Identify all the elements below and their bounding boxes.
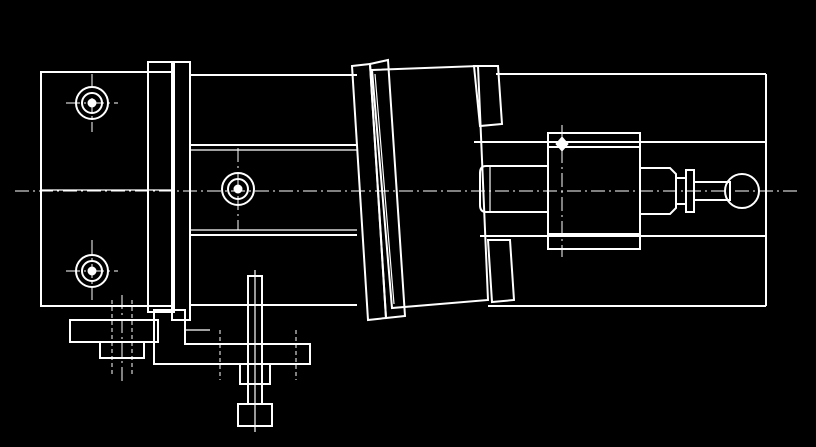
bottom-clamp-bracket [69,295,311,382]
cylinder-barrel [190,74,357,306]
ball-stud-icon [639,167,760,215]
right-housing [472,65,767,307]
socket-head-screw-icon [66,74,118,132]
t-bolt-icon [237,270,273,432]
piston-rod [479,165,549,213]
bolt-head-icon [221,148,255,230]
flange-left [147,61,191,321]
inclined-end-cap [350,58,490,322]
socket-head-screw-icon [66,240,118,300]
